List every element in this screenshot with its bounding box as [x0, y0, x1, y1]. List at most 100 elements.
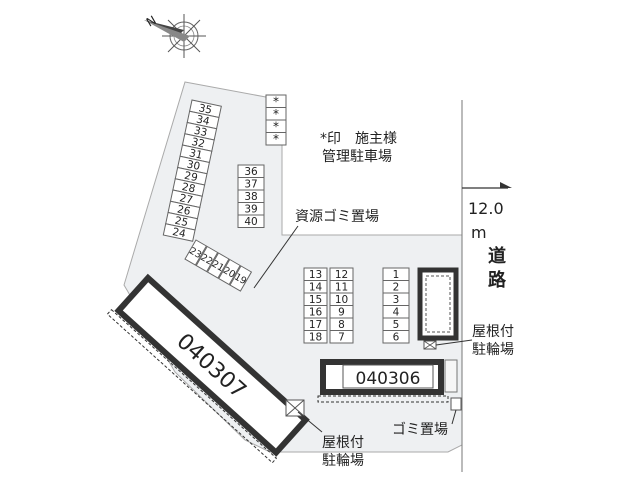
parking-space-label: 37 [244, 179, 257, 191]
compass-north-label: N [144, 13, 159, 30]
garbage-label: ゴミ置場 [392, 421, 448, 438]
compass-icon [144, 14, 206, 58]
parking-space-39: 39 [237, 202, 265, 216]
parking-space-11: 11 [329, 280, 354, 294]
parking-space-6: 6 [382, 330, 410, 344]
lot-area [123, 81, 463, 453]
bike-right-label-1: 屋根付 [472, 324, 514, 340]
road-width-unit: m [471, 223, 487, 242]
parking-space-label: 31 [188, 147, 204, 162]
parking-space-label: * [273, 95, 279, 109]
parking-space-label: 26 [176, 203, 192, 218]
parking-space-34: 34 [186, 110, 220, 130]
parking-space-label: 7 [338, 332, 345, 344]
parking-space-label: 25 [174, 215, 190, 230]
parking-space-19: 19 [229, 265, 253, 292]
parking-space-label: 19 [232, 272, 248, 288]
parking-space-label: * [273, 132, 279, 146]
road-width-value: 12.0 [468, 199, 504, 218]
parking-space-23: 23 [184, 239, 208, 266]
parking-space-4: 4 [382, 305, 410, 319]
leader-bike-right [435, 339, 473, 346]
parking-space-24: 24 [162, 223, 196, 242]
garbage-area [450, 397, 462, 411]
parking-space-36: 36 [237, 164, 265, 178]
road-label-char-2: 路 [488, 269, 507, 291]
parking-space-label: 13 [309, 269, 322, 281]
parking-space-label: 30 [186, 158, 202, 173]
owner-space-owner3: * [265, 132, 287, 146]
owner-spaces: **** [265, 94, 287, 146]
parking-space-label: 32 [190, 136, 206, 151]
parking-space-label: * [273, 120, 279, 134]
parking-space-8: 8 [329, 317, 354, 331]
parking-space-label: 39 [244, 204, 257, 216]
owner-space-owner0: * [265, 94, 287, 109]
parking-space-21: 21 [206, 252, 230, 279]
parking-space-33: 33 [184, 121, 218, 141]
parking-space-label: 29 [183, 170, 199, 185]
road-label-char-1: 道 [488, 245, 506, 267]
parking-space-label: 22 [199, 252, 215, 268]
parking-space-label: 35 [198, 102, 214, 117]
parking-space-20: 20 [218, 258, 241, 286]
building-040306: 040306 [317, 359, 458, 403]
parking-space-label: 15 [309, 294, 322, 306]
bike-left-label-2: 駐輪場 [322, 452, 364, 469]
parking-space-label: 40 [244, 216, 257, 228]
parking-space-3: 3 [382, 292, 410, 306]
parking-space-40: 40 [237, 214, 265, 228]
resource-garbage-label: 資源ゴミ置場 [295, 208, 379, 225]
parking-space-label: * [273, 107, 279, 121]
leader-garbage [451, 409, 457, 425]
legend-line-2: 管理駐車場 [322, 148, 392, 165]
parking-space-label: 1 [393, 269, 400, 281]
parking-space-label: 23 [187, 246, 203, 262]
building-right-small [417, 267, 459, 350]
bike-left-label-1: 屋根付 [322, 435, 364, 451]
parking-space-label: 6 [393, 332, 400, 344]
parking-space-label: 10 [335, 294, 348, 306]
building-040306-label: 040306 [356, 369, 421, 389]
parking-space-label: 24 [171, 226, 187, 241]
parking-space-37: 37 [237, 177, 265, 191]
parking-space-26: 26 [167, 200, 201, 220]
bike-shed-left [285, 399, 305, 417]
parking-space-label: 12 [335, 269, 348, 281]
parking-space-25: 25 [165, 211, 199, 231]
parking-space-38: 38 [237, 189, 265, 203]
parking-space-label: 17 [309, 319, 322, 331]
parking-space-label: 5 [393, 319, 400, 331]
parking-space-2: 2 [382, 280, 410, 294]
parking-space-label: 9 [338, 307, 345, 319]
parking-space-14: 14 [303, 280, 328, 294]
parking-space-22: 22 [195, 245, 219, 273]
bike-right-label-2: 駐輪場 [472, 341, 514, 358]
parking-space-label: 36 [244, 166, 258, 178]
parking-space-label: 38 [244, 191, 257, 203]
parking-space-15: 15 [303, 292, 328, 306]
parking-space-label: 2 [393, 282, 400, 294]
parking-space-5: 5 [382, 317, 410, 331]
parking-space-label: 4 [393, 307, 400, 319]
parking-space-9: 9 [329, 305, 354, 319]
parking-space-label: 20 [221, 265, 237, 281]
parking-space-17: 17 [303, 317, 328, 331]
parking-space-label: 33 [193, 125, 209, 140]
parking-space-29: 29 [174, 166, 208, 186]
parking-space-label: 18 [309, 332, 322, 344]
road-width-arrow [500, 182, 512, 188]
parking-space-1: 1 [382, 267, 410, 281]
parking-space-label: 16 [309, 307, 323, 319]
parking-space-label: 11 [335, 282, 348, 294]
parking-space-label: 28 [181, 181, 197, 196]
parking-space-12: 12 [329, 267, 354, 281]
